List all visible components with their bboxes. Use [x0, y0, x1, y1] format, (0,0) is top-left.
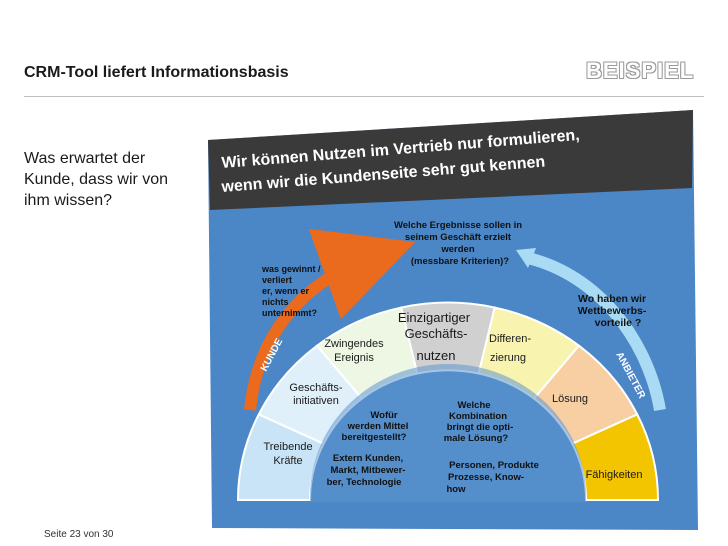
diagram-panel: Wir können Nutzen im Vertrieb nur formul… [198, 110, 698, 530]
segment-label-differentiation: Differen- [489, 333, 531, 345]
inner-left-bottom-line: Markt, Mitbewer- [331, 465, 406, 476]
right-question: Wo haben wir Wettbewerbs- vorteile ? [578, 293, 647, 329]
page-number: Seite 23 von 30 [44, 529, 114, 540]
segment-label-initiatives: Geschäfts- [289, 382, 343, 394]
segment-label-drivers: Treibende [263, 441, 312, 453]
segment-label-capabilities: Fähigkeiten [586, 469, 643, 481]
example-badge: BEISPIEL [586, 58, 695, 83]
segment-label-event: Ereignis [334, 352, 374, 364]
inner-right-top-line: Kombination [449, 411, 507, 422]
segment-label-value: Einzigartiger [398, 310, 471, 325]
question-line: ihm wissen? [24, 192, 113, 209]
left-question-line: unternimmt? [262, 308, 317, 318]
inner-core [310, 364, 586, 502]
banner-background [208, 110, 693, 210]
top-question-line: seinem Geschäft erzielt [405, 232, 512, 243]
segment-label-drivers: Kräfte [273, 455, 302, 467]
provider-arrow [526, 252, 666, 412]
right-question-line: vorteile ? [595, 317, 642, 329]
inner-right-bottom-line: Personen, Produkte [449, 460, 539, 471]
inner-left-top-line: werden Mittel [347, 421, 409, 432]
segment-label-initiatives: initiativen [293, 395, 339, 407]
right-question-line: Wettbewerbs- [578, 305, 647, 317]
top-question: Welche Ergebnisse sollen in seinem Gesch… [394, 220, 522, 267]
provider-arrowhead [516, 248, 536, 268]
segment-label-value: nutzen [416, 348, 455, 363]
left-question-line: er, wenn er [262, 286, 310, 296]
left-question-line: nichts [262, 297, 289, 307]
inner-right-top-line: bringt die opti- [447, 422, 514, 433]
inner-right-bottom-line: how [447, 484, 467, 495]
top-question-line: Welche Ergebnisse sollen in [394, 220, 522, 231]
top-question-line: (messbare Kriterien)? [411, 256, 509, 267]
inner-left-bottom-line: Extern Kunden, [333, 453, 403, 464]
question-text: Was erwartet der Kunde, dass wir von ihm… [24, 148, 194, 211]
title-divider [24, 96, 704, 97]
page-title: CRM-Tool liefert Informationsbasis [24, 64, 289, 81]
segment-label-event: Zwingendes [324, 338, 384, 350]
left-question-line: was gewinnt / [261, 264, 321, 274]
segment-label-value: Geschäfts- [405, 326, 468, 341]
inner-left-top-line: bereitgestellt? [342, 432, 407, 443]
left-question: was gewinnt / verliert er, wenn er nicht… [261, 264, 321, 318]
segment-label-solution: Lösung [552, 393, 588, 405]
inner-right-top-line: male Lösung? [444, 433, 509, 444]
segment-label-differentiation: zierung [490, 352, 526, 364]
inner-right-top-line: Welche [457, 400, 490, 411]
question-line: Kunde, dass wir von [24, 171, 169, 188]
customer-arrow [244, 228, 416, 411]
question-line: Was erwartet der [24, 150, 146, 167]
inner-left-bottom-line: ber, Technologie [327, 477, 402, 488]
right-question-line: Wo haben wir [578, 293, 646, 305]
segment-ring [236, 301, 660, 501]
inner-left-top-line: Wofür [370, 410, 398, 421]
inner-right-bottom-line: Prozesse, Know- [448, 472, 524, 483]
top-question-line: werden [440, 244, 474, 255]
left-question-line: verliert [262, 275, 292, 285]
value-diagram: Wir können Nutzen im Vertrieb nur formul… [208, 110, 698, 530]
